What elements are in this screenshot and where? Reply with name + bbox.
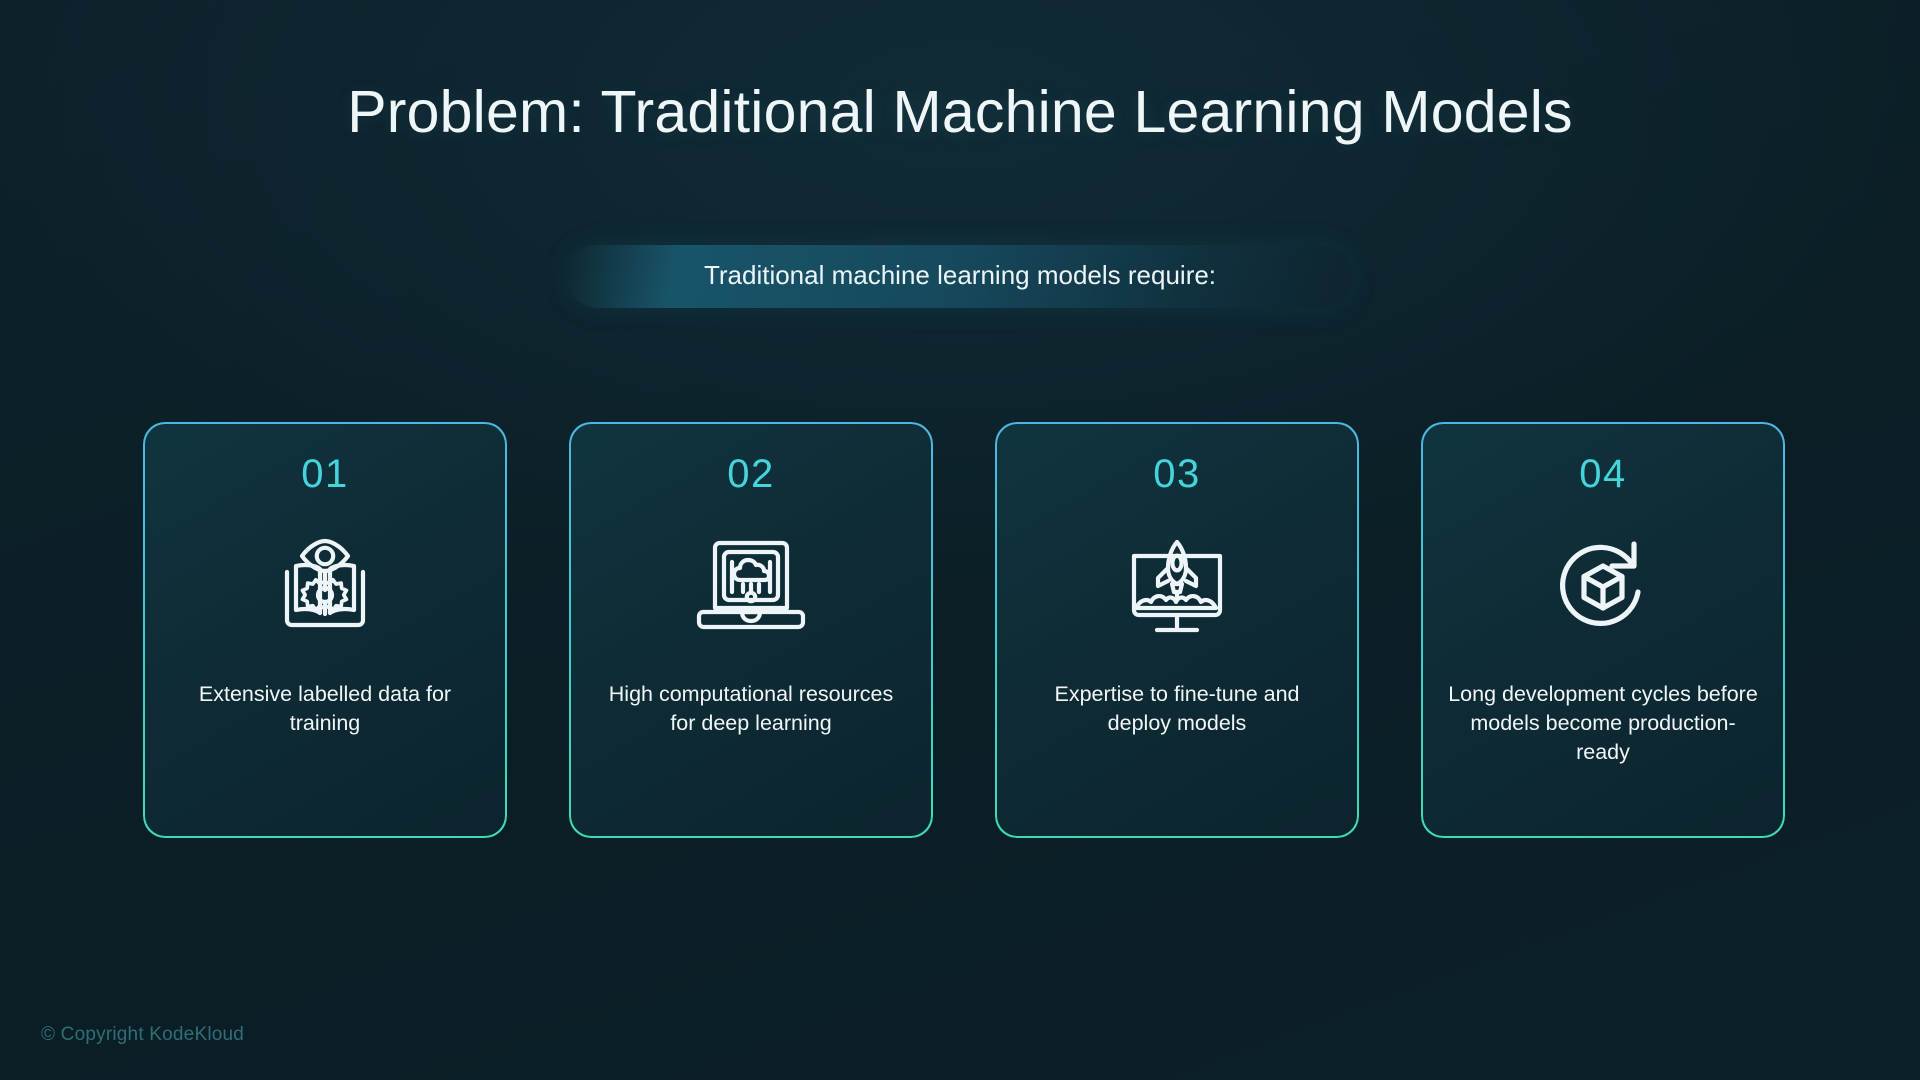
card-label: Expertise to fine-tune and deploy models — [1054, 682, 1300, 736]
card-label: Extensive labelled data for training — [198, 682, 452, 736]
cube-refresh-icon — [1548, 530, 1658, 642]
card-number: 02 — [727, 452, 775, 496]
card-number: 01 — [301, 452, 349, 496]
card-label: High computational resources for deep le… — [608, 682, 894, 736]
page-title: Problem: Traditional Machine Learning Mo… — [347, 79, 1573, 145]
copyright-footer: © Copyright KodeKloud — [41, 1024, 245, 1045]
card-04[interactable]: 04 Long development cycles before models… — [1421, 422, 1785, 838]
subtitle-banner: Traditional machine learning models requ… — [567, 245, 1353, 308]
card-03[interactable]: 03 — [995, 422, 1359, 838]
laptop-cloud-icon — [693, 530, 809, 642]
card-number: 03 — [1153, 452, 1201, 496]
card-number: 04 — [1579, 452, 1627, 496]
subtitle-banner-wrap: Traditional machine learning models requ… — [0, 245, 1920, 308]
card-label: Long development cycles before models be… — [1448, 682, 1758, 765]
monitor-rocket-icon — [1120, 530, 1234, 642]
cards-row: 01 — [143, 422, 1785, 838]
card-02[interactable]: 02 — [569, 422, 933, 838]
book-eye-gear-icon — [269, 530, 381, 642]
card-01[interactable]: 01 — [143, 422, 507, 838]
